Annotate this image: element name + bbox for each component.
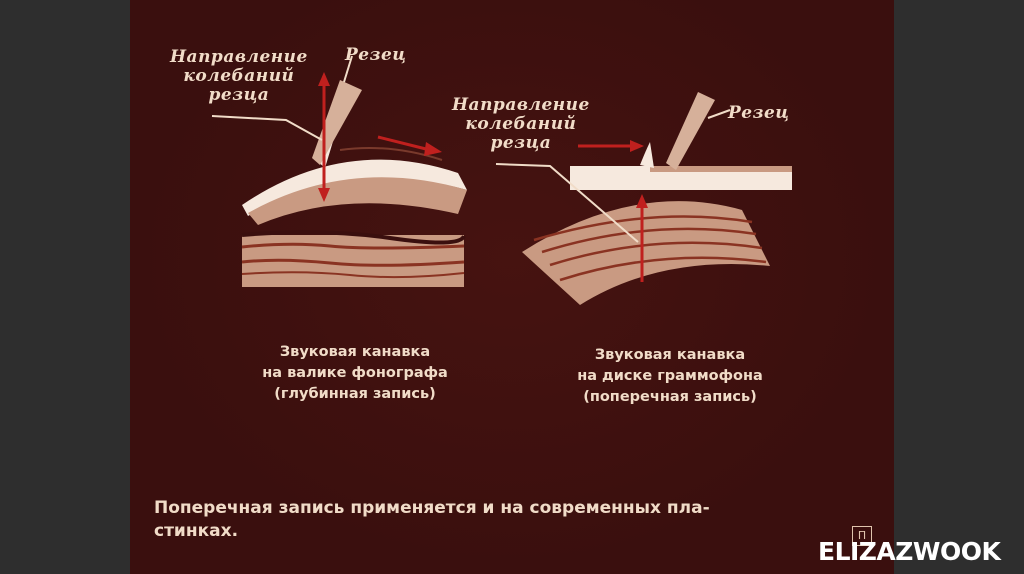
left-cutter-blade [312, 80, 362, 165]
cross-section-top-edge [241, 230, 466, 245]
right-cutter-blade [666, 92, 715, 170]
slide-frame: Направление колебаний резца Резец Направ… [130, 0, 894, 574]
right-cutter-label: Резец [728, 103, 790, 123]
disc-groove-1 [533, 215, 753, 242]
left-cutter-pointer [343, 55, 353, 83]
gramophone-disc-section [522, 142, 792, 305]
left-rotation-arrow-head [424, 142, 442, 156]
left-direction-label: Направление колебаний резца [170, 47, 308, 105]
cross-section-groove-3 [241, 271, 465, 279]
page-mark: П [852, 526, 872, 546]
phonograph-cylinder-section [241, 138, 467, 287]
cylinder-groove-line [339, 146, 443, 161]
right-caption: Звуковая канавка на диске граммофона (по… [577, 347, 763, 405]
disc-top-edge [650, 166, 792, 172]
cylinder-wax-highlight [242, 159, 467, 216]
right-direction-label: Направление колебаний резца [452, 95, 590, 153]
right-cutter [495, 92, 731, 282]
left-direction-pointer [211, 115, 323, 141]
right-arrow-head-up [636, 194, 648, 208]
bottom-description: Поперечная запись применяется и на совре… [154, 498, 710, 541]
cylinder-wax-body [248, 177, 467, 225]
right-lateral-arrow-head [630, 140, 644, 152]
right-direction-pointer [495, 163, 639, 243]
disc-groove-4 [559, 256, 767, 282]
left-caption: Звуковая канавка на валике фонографа (гл… [262, 344, 448, 402]
right-cutter-pointer [707, 109, 731, 119]
watermark-logo: ELIZAZWOOK [818, 537, 1001, 566]
disc-groove-3 [549, 241, 763, 267]
left-arrow-head-up [318, 72, 330, 86]
cross-section-groove-1 [241, 242, 465, 250]
cross-section-groove-2 [241, 258, 465, 267]
disc-chip [640, 142, 654, 168]
disc-groove-2 [541, 227, 757, 254]
left-cutter-label: Резец [345, 45, 407, 65]
left-rotation-arrow [377, 135, 431, 152]
left-cutter [211, 55, 442, 202]
diagram-illustration [211, 55, 792, 305]
disc-body [522, 201, 770, 305]
left-arrow-head-down [318, 188, 330, 202]
